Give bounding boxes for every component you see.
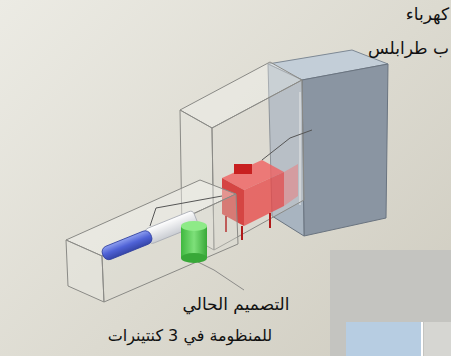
panel-block (424, 322, 451, 356)
red-flange (284, 164, 298, 206)
container-front (66, 240, 104, 302)
panel-divider (421, 322, 423, 356)
red-side (244, 172, 284, 226)
cabinet-front (302, 64, 388, 236)
heading-fragment: ب طرابلس (368, 38, 449, 58)
red-leg (241, 226, 243, 240)
side-panel (330, 250, 451, 356)
heading-fragment: كهرباء (406, 4, 449, 24)
green-bottom (181, 253, 207, 263)
green-top (181, 221, 207, 231)
red-cap (234, 164, 252, 174)
container-left (66, 180, 238, 302)
wire (190, 258, 244, 290)
caption-text: للمنظومة في 3 كنتينرات (108, 326, 273, 345)
panel-window (346, 322, 422, 356)
container-middle (180, 62, 304, 250)
green-cylinder (181, 221, 207, 263)
red-leg (269, 213, 271, 228)
caption-text: التصميم الحالي (183, 294, 290, 314)
blue-cylinder (100, 229, 153, 261)
wire (262, 130, 312, 160)
panel-ground (330, 250, 451, 356)
